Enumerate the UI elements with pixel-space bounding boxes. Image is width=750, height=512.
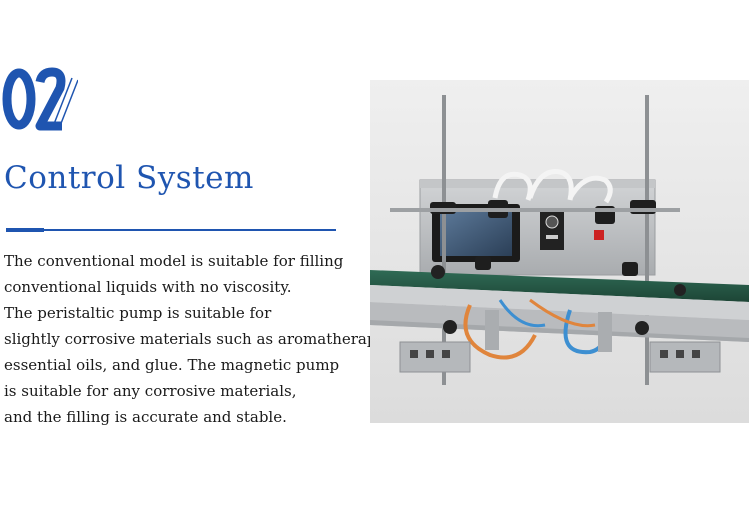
title-divider-accent bbox=[6, 228, 44, 232]
section-number bbox=[2, 66, 79, 132]
filling-machine-illustration bbox=[370, 80, 749, 423]
description: The conventional model is suitable for f… bbox=[4, 248, 388, 430]
description-line: conventional liquids with no viscosity. bbox=[4, 278, 292, 296]
description-line: is suitable for any corrosive materials, bbox=[4, 382, 297, 400]
product-photo bbox=[370, 80, 749, 423]
description-line: and the filling is accurate and stable. bbox=[4, 408, 287, 426]
description-line: slightly corrosive materials such as aro… bbox=[4, 330, 388, 348]
section-number-graphic bbox=[2, 67, 79, 131]
title-divider bbox=[6, 228, 336, 232]
description-line: essential oils, and glue. The magnetic p… bbox=[4, 356, 340, 374]
description-line: The peristaltic pump is suitable for bbox=[4, 304, 272, 322]
section-title: Control System bbox=[4, 160, 254, 196]
description-line: The conventional model is suitable for f… bbox=[4, 252, 344, 270]
